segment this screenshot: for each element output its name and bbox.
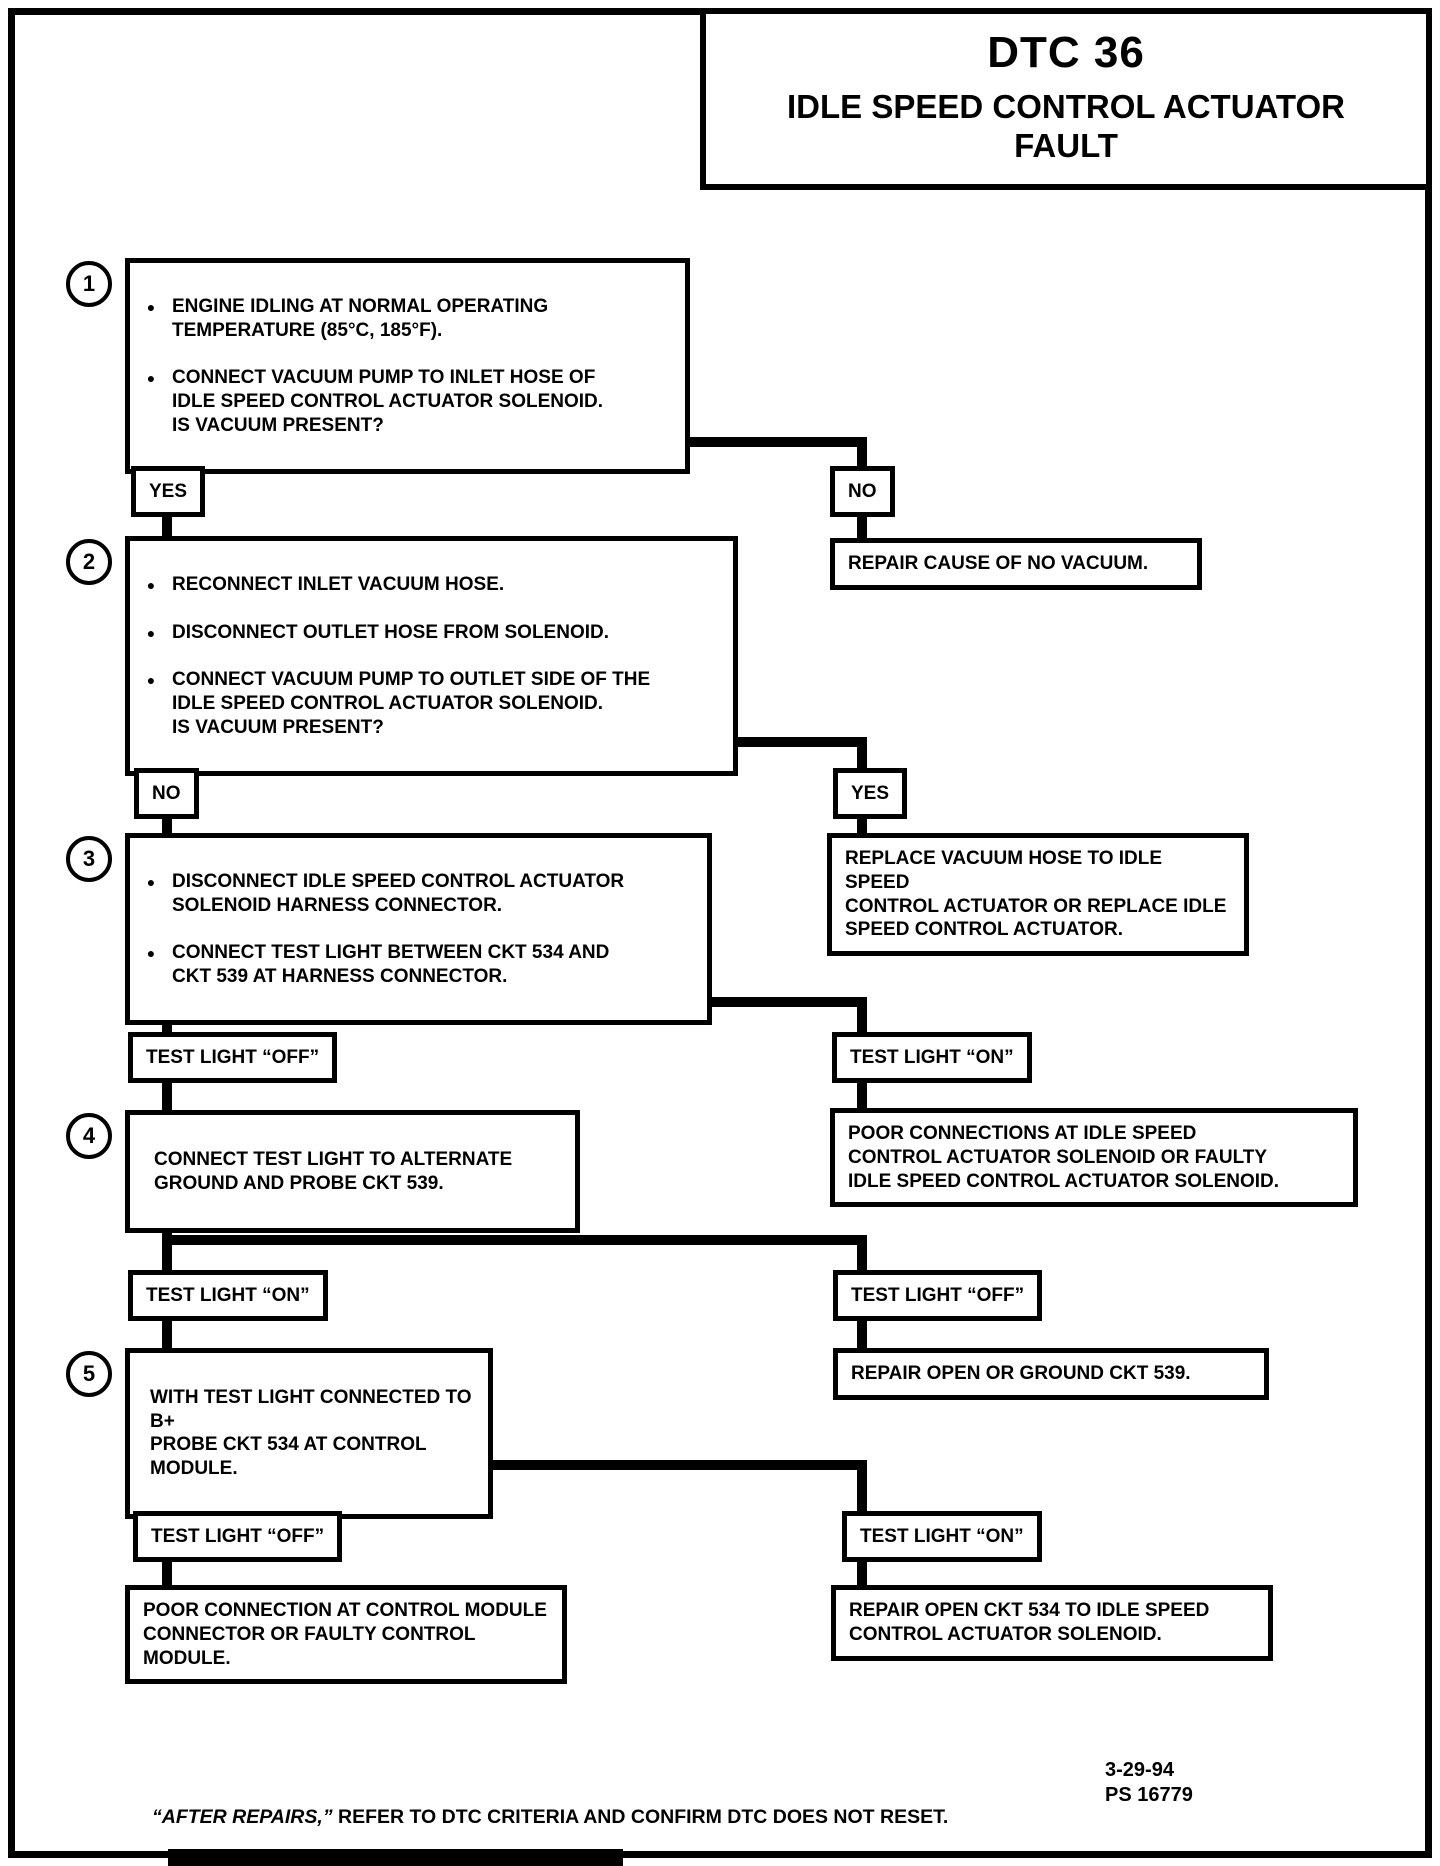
bullet-icon: ●: [146, 298, 156, 315]
step-2-box: ● RECONNECT INLET VACUUM HOSE. ● DISCONN…: [125, 536, 738, 777]
terminal-repair-no-vacuum: REPAIR CAUSE OF NO VACUUM.: [830, 538, 1202, 590]
step-1-bullet-2: CONNECT VACUUM PUMP TO INLET HOSE OF IDL…: [172, 367, 604, 436]
branch-label-yes-1: YES: [131, 466, 206, 517]
step-1-bullet-1: ENGINE IDLING AT NORMAL OPERATING TEMPER…: [172, 295, 549, 341]
branch-label-test-light-off-5: TEST LIGHT “OFF”: [133, 1511, 343, 1562]
bullet-icon: ●: [146, 624, 156, 641]
step-2-bullet-2: DISCONNECT OUTLET HOSE FROM SOLENOID.: [172, 621, 610, 643]
step-3-number: 3: [66, 836, 112, 882]
branch-label-test-light-on-5: TEST LIGHT “ON”: [842, 1511, 1042, 1562]
connector-line: [857, 1308, 867, 1350]
step-3-box: ● DISCONNECT IDLE SPEED CONTROL ACTUATOR…: [125, 833, 712, 1026]
terminal-poor-connection-module: POOR CONNECTION AT CONTROL MODULE CONNEC…: [125, 1585, 567, 1685]
terminal-repair-ckt-534: REPAIR OPEN CKT 534 TO IDLE SPEED CONTRO…: [831, 1585, 1273, 1661]
branch-label-test-light-on-4: TEST LIGHT “ON”: [128, 1270, 328, 1321]
footer-note-lead: “AFTER REPAIRS,”: [152, 1806, 333, 1828]
branch-label-no-2: NO: [134, 768, 199, 819]
connector-line: [162, 1550, 172, 1587]
branch-label-no-1: NO: [830, 466, 895, 517]
step-4-box: CONNECT TEST LIGHT TO ALTERNATE GROUND A…: [125, 1110, 580, 1233]
step-3-bullet-2: CONNECT TEST LIGHT BETWEEN CKT 534 AND C…: [172, 942, 610, 987]
connector-line: [857, 808, 867, 835]
dtc-code: DTC 36: [987, 28, 1145, 77]
bullet-icon: ●: [146, 945, 156, 961]
step-5-box: WITH TEST LIGHT CONNECTED TO B+ PROBE CK…: [125, 1348, 493, 1519]
bullet-icon: ●: [146, 873, 156, 890]
connector-line: [857, 1460, 867, 1513]
footer-note: “AFTER REPAIRS,” REFER TO DTC CRITERIA A…: [152, 1806, 948, 1829]
bullet-icon: ●: [146, 576, 156, 593]
footer-date: 3-29-94: [1105, 1759, 1174, 1781]
step-2-bullet-3: CONNECT VACUUM PUMP TO OUTLET SIDE OF TH…: [172, 669, 651, 738]
step-3-bullet-1: DISCONNECT IDLE SPEED CONTROL ACTUATOR S…: [172, 870, 625, 916]
step-5-number: 5: [66, 1351, 112, 1397]
step-2-number: 2: [66, 539, 112, 585]
connector-line: [162, 1460, 867, 1470]
step-1-box: ● ENGINE IDLING AT NORMAL OPERATING TEMP…: [125, 258, 690, 474]
step-2-bullet-1: RECONNECT INLET VACUUM HOSE.: [172, 573, 505, 595]
footer-reference: 3-29-94 PS 16779: [1105, 1758, 1193, 1808]
connector-line: [857, 1070, 867, 1110]
bullet-icon: ●: [146, 672, 156, 689]
connector-line: [162, 1308, 172, 1350]
chart-title: IDLE SPEED CONTROL ACTUATOR FAULT: [787, 88, 1345, 164]
branch-label-test-light-off-3: TEST LIGHT “OFF”: [128, 1032, 338, 1083]
connector-line: [162, 808, 172, 835]
title-box: DTC 36 IDLE SPEED CONTROL ACTUATOR FAULT: [700, 8, 1432, 190]
terminal-poor-connections-solenoid: POOR CONNECTIONS AT IDLE SPEED CONTROL A…: [830, 1108, 1358, 1208]
connector-line: [162, 1070, 172, 1112]
connector-line: [857, 997, 867, 1035]
connector-line: [162, 506, 172, 538]
step-5-text: WITH TEST LIGHT CONNECTED TO B+ PROBE CK…: [150, 1386, 472, 1479]
branch-label-yes-2: YES: [833, 768, 908, 819]
branch-label-test-light-off-4: TEST LIGHT “OFF”: [833, 1270, 1043, 1321]
connector-line: [857, 437, 867, 468]
connector-line: [857, 1235, 867, 1272]
footer-note-rest: REFER TO DTC CRITERIA AND CONFIRM DTC DO…: [332, 1806, 949, 1828]
connector-line: [857, 737, 867, 770]
step-1-number: 1: [66, 261, 112, 307]
connector-line: [857, 506, 867, 540]
footer-doc-number: PS 16779: [1105, 1784, 1193, 1806]
step-4-text: CONNECT TEST LIGHT TO ALTERNATE GROUND A…: [154, 1148, 513, 1194]
terminal-repair-ckt-539: REPAIR OPEN OR GROUND CKT 539.: [833, 1348, 1269, 1400]
scan-artifact-bar: [168, 1849, 623, 1866]
bullet-icon: ●: [146, 370, 156, 386]
connector-line: [857, 1550, 867, 1587]
branch-label-test-light-on-3: TEST LIGHT “ON”: [832, 1032, 1032, 1083]
connector-line: [162, 1235, 867, 1245]
terminal-replace-hose: REPLACE VACUUM HOSE TO IDLE SPEED CONTRO…: [827, 833, 1249, 956]
step-4-number: 4: [66, 1113, 112, 1159]
